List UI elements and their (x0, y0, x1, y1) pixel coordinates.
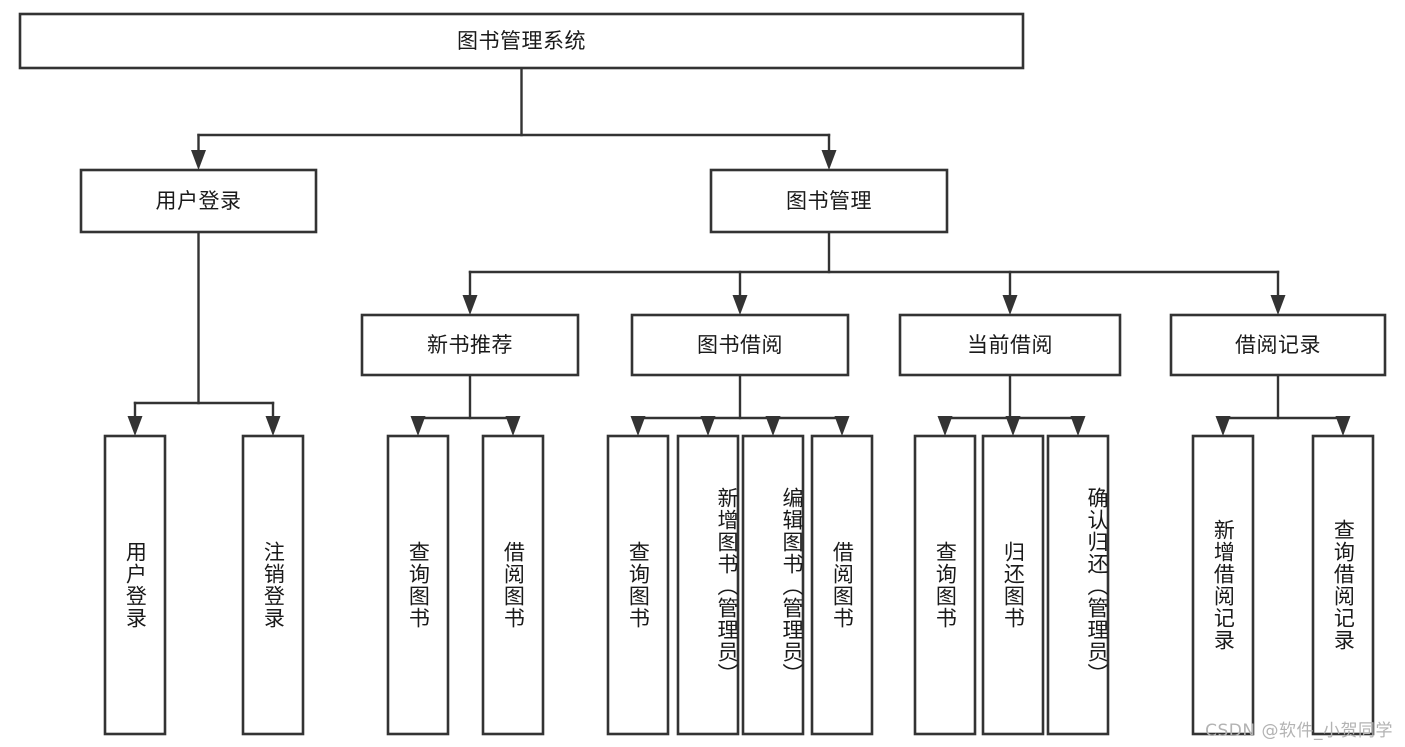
arrow-head-icon (834, 416, 850, 436)
arrow-head-icon (1005, 416, 1021, 436)
node-level3-0[interactable] (360, 313, 580, 377)
node-level2-1[interactable] (709, 168, 949, 234)
node-root-label: 图书管理系统 (457, 29, 586, 53)
node-leaf-12[interactable] (1311, 434, 1375, 736)
node-level3-label-0: 新书推荐 (427, 333, 513, 357)
node-level2-label-1: 图书管理 (786, 189, 872, 213)
node-leaf-7[interactable] (810, 434, 874, 736)
arrow-head-icon (700, 416, 716, 436)
arrow-head-icon (1270, 295, 1286, 315)
arrow-head-icon (732, 295, 748, 315)
arrow-head-icon (937, 416, 953, 436)
node-leaf-3[interactable] (481, 434, 545, 736)
arrow-head-icon (1335, 416, 1351, 436)
node-leaf-6[interactable] (741, 434, 805, 736)
node-level3-label-1: 图书借阅 (697, 333, 783, 357)
node-leaf-10[interactable] (1046, 434, 1110, 736)
node-leaf-1[interactable] (241, 434, 305, 736)
node-level3-label-2: 当前借阅 (967, 333, 1053, 357)
node-leaf-0[interactable] (103, 434, 167, 736)
node-boxes-layer (18, 12, 1387, 736)
arrow-head-icon (127, 416, 143, 436)
arrow-head-icon (821, 150, 837, 170)
node-level3-1[interactable] (630, 313, 850, 377)
arrow-head-icon (410, 416, 426, 436)
node-level2-0[interactable] (79, 168, 318, 234)
arrow-head-icon (505, 416, 521, 436)
arrow-head-icon (765, 416, 781, 436)
node-root[interactable] (18, 12, 1025, 70)
arrow-head-icon (265, 416, 281, 436)
node-level3-3[interactable] (1169, 313, 1387, 377)
node-level2-label-0: 用户登录 (156, 189, 242, 213)
node-level3-label-3: 借阅记录 (1235, 333, 1321, 357)
arrow-head-icon (1002, 295, 1018, 315)
node-leaf-4[interactable] (606, 434, 670, 736)
watermark-text: CSDN @软件_小贺同学 (1205, 721, 1393, 741)
arrow-head-icon (1215, 416, 1231, 436)
node-leaf-2[interactable] (386, 434, 450, 736)
arrow-head-icon (191, 150, 206, 170)
arrow-head-icon (1070, 416, 1086, 436)
node-leaf-9[interactable] (981, 434, 1045, 736)
node-leaf-5[interactable] (676, 434, 740, 736)
arrow-head-icon (630, 416, 646, 436)
arrow-head-icon (462, 295, 478, 315)
node-level3-2[interactable] (898, 313, 1122, 377)
node-leaf-11[interactable] (1191, 434, 1255, 736)
connector-lines-layer (127, 66, 1351, 436)
node-leaf-8[interactable] (913, 434, 977, 736)
